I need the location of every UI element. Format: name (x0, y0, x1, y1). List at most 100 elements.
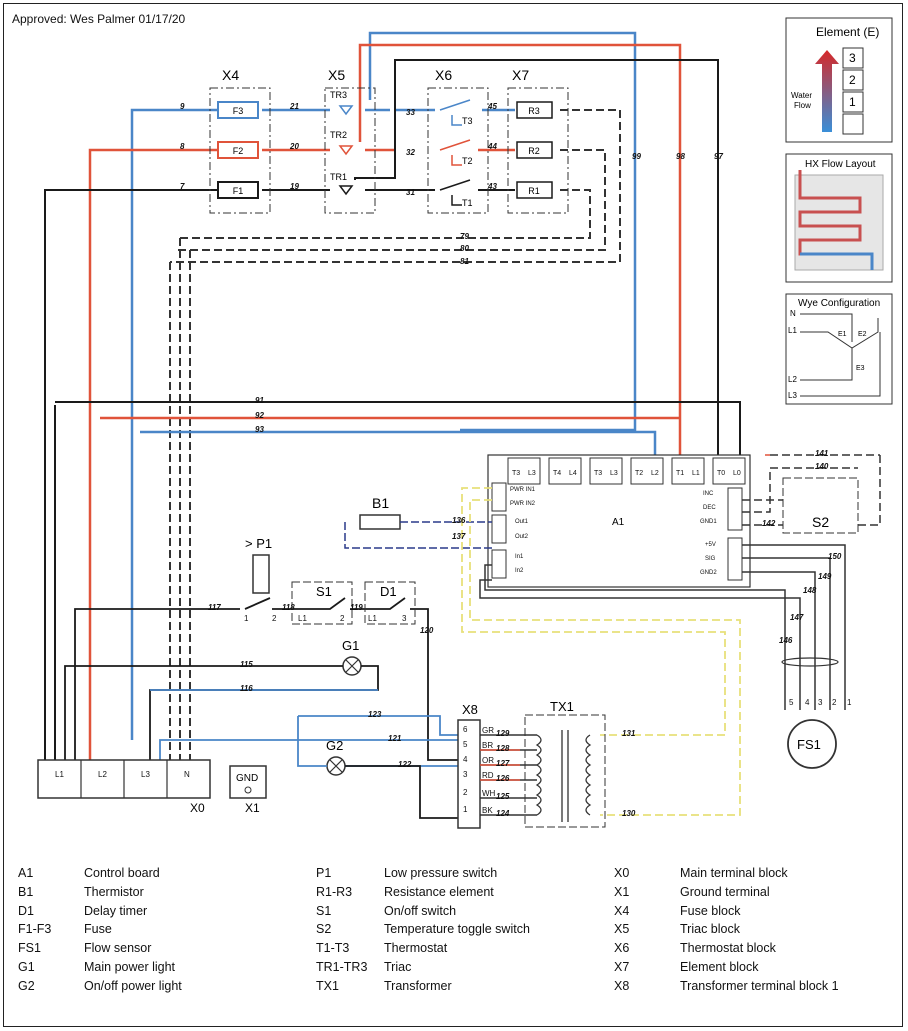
thermostat-t3-symbol (439, 99, 471, 126)
p1-label: > P1 (245, 536, 272, 551)
a1-terminal-l0[interactable]: L0 (733, 470, 741, 477)
temp-toggle-switch-s2 (782, 477, 859, 534)
wire-label-20: 20 (290, 142, 299, 151)
x0-terminal-l3[interactable]: L3 (141, 770, 150, 779)
fs1-label: FS1 (797, 737, 821, 752)
x0-terminal-l2[interactable]: L2 (98, 770, 107, 779)
a1-terminal-t0[interactable]: T0 (717, 470, 726, 477)
a1-pwr-in1: PWR IN1 (510, 487, 536, 493)
triac-tr3-symbol (338, 105, 354, 116)
resistor-r2-label: R2 (528, 146, 540, 156)
fuse-block-x4 (209, 87, 271, 214)
wiring-diagram: F3 F2 F1 TR3 TR2 TR1 T3 T2 T1 R3 R2 R1 X… (37, 17, 893, 829)
a1-gnd2: GND2 (700, 570, 717, 576)
wire-label-128: 128 (496, 744, 510, 753)
a1-terminal-t1[interactable]: T1 (676, 470, 685, 477)
x8-num-2: 2 (463, 788, 468, 797)
wire-label-19: 19 (290, 182, 299, 191)
wire-label-140: 140 (815, 462, 829, 471)
a1-out1: Out1 (515, 519, 529, 525)
flow-label-water: Water (791, 91, 812, 100)
g1-label: G1 (342, 638, 359, 653)
x8-terminal-or[interactable]: OR (482, 756, 494, 765)
legend-code: TX1 (316, 978, 339, 993)
a1-5v: +5V (705, 542, 716, 548)
s1-pin-2: 2 (340, 614, 345, 623)
thermostat-t3-label: T3 (462, 116, 473, 126)
g2-label: G2 (326, 738, 343, 753)
x8-terminal-bk[interactable]: BK (482, 806, 493, 815)
p1-pin-2: 2 (272, 614, 277, 623)
a1-terminal-l4[interactable]: L4 (569, 470, 577, 477)
b1-label: B1 (372, 495, 389, 511)
wye-e3-label: E3 (856, 365, 865, 372)
legend-desc: Triac block (680, 922, 740, 937)
a1-terminal-l3[interactable]: L3 (528, 470, 536, 477)
approval-note: Approved: Wes Palmer 01/17/20 (12, 12, 186, 26)
triac-tr1-symbol (338, 185, 354, 196)
element-block-x7 (507, 87, 569, 214)
tx1-title: TX1 (550, 699, 574, 714)
a1-out2: Out2 (515, 534, 529, 540)
a1-terminal-l2[interactable]: L2 (651, 470, 659, 477)
wire-label-93: 93 (255, 425, 264, 434)
a1-terminal-l1[interactable]: L1 (692, 470, 700, 477)
legend-desc: Flow sensor (84, 941, 152, 956)
legend-code: X7 (614, 959, 630, 974)
wire-label-31: 31 (406, 188, 415, 197)
control-board-a1 (487, 454, 751, 588)
fuse-f3 (217, 101, 259, 119)
x5-title: X5 (328, 67, 345, 83)
element-level-2: 2 (849, 73, 856, 87)
a1-terminal-t3[interactable]: T3 (512, 470, 521, 477)
legend-code: A1 (18, 866, 34, 880)
wye-l2-label: L2 (788, 375, 797, 384)
x8-terminal-br[interactable]: BR (482, 741, 494, 750)
wire-label-80: 80 (460, 244, 469, 253)
s2-label: S2 (812, 514, 829, 530)
a1-terminal-l3b[interactable]: L3 (610, 470, 618, 477)
legend-code: X4 (614, 903, 630, 918)
wire-label-115: 115 (240, 660, 253, 669)
x8-terminal-gr[interactable]: GR (482, 726, 494, 735)
wire-label-123: 123 (368, 710, 382, 719)
wire-label-142: 142 (762, 519, 776, 528)
wire-label-127: 127 (496, 759, 510, 768)
x8-terminal-wh[interactable]: WH (482, 789, 496, 798)
a1-terminal-t2[interactable]: T2 (635, 470, 644, 477)
yellow-dashed-wires (461, 487, 741, 816)
x4-title: X4 (222, 67, 239, 83)
wire-label-91: 91 (255, 396, 264, 405)
wire-label-7: 7 (180, 182, 185, 191)
wire-label-92: 92 (255, 411, 264, 420)
wire-label-43: 43 (488, 182, 497, 191)
x8-num-6: 6 (463, 725, 468, 734)
wire-label-148: 148 (803, 586, 817, 595)
low-pressure-switch-p1 (252, 554, 270, 594)
a1-terminal-t4[interactable]: T4 (553, 470, 562, 477)
wye-n-label: N (790, 309, 796, 318)
wye-e1-label: E1 (838, 331, 847, 338)
fs1-pin-5: 5 (789, 698, 794, 707)
x0-terminal-n[interactable]: N (184, 770, 190, 779)
legend-desc: On/off power light (84, 978, 182, 993)
x0-terminal-l1[interactable]: L1 (55, 770, 64, 779)
a1-terminal-t3b[interactable]: T3 (594, 470, 603, 477)
wire-label-116: 116 (240, 684, 253, 693)
x8-terminal-rd[interactable]: RD (482, 771, 494, 780)
wye-config-inset (785, 293, 893, 405)
legend-desc: Fuse (84, 922, 112, 937)
flow-label-flow: Flow (794, 101, 811, 110)
resistor-r3-label: R3 (528, 106, 540, 116)
x1-title: X1 (245, 801, 260, 815)
fuse-f1 (217, 181, 259, 199)
fuse-f1-label: F1 (233, 186, 244, 196)
wire-label-44: 44 (488, 142, 497, 151)
